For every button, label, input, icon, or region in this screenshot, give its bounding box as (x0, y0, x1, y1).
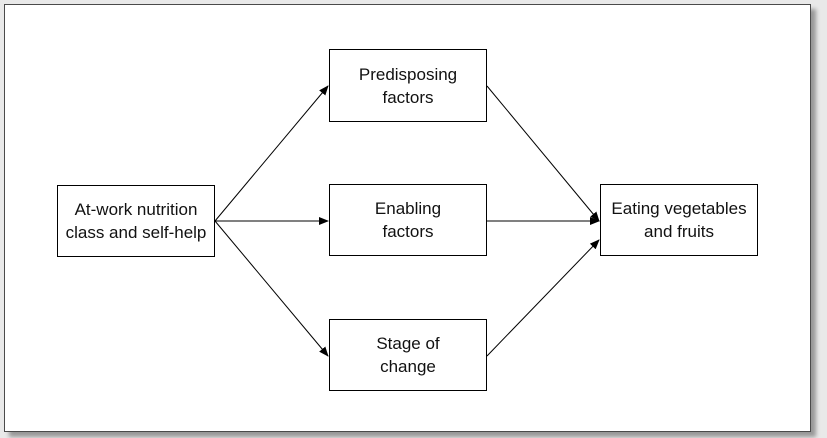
arrow-stage-to-outcome (486, 239, 600, 357)
arrow-intervention-to-stage (214, 220, 329, 357)
arrows-layer (214, 85, 600, 357)
node-stage-of-change: Stage of change (329, 319, 487, 391)
arrow-intervention-to-predisposing (214, 85, 329, 222)
diagram-frame: At-work nutrition class and self-help Pr… (4, 4, 811, 432)
node-outcome-eating-vegetables-fruits: Eating vegetables and fruits (600, 184, 758, 256)
arrow-predisposing-to-outcome (486, 85, 600, 222)
node-predisposing-factors: Predisposing factors (329, 49, 487, 122)
node-enabling-factors: Enabling factors (329, 184, 487, 256)
node-intervention: At-work nutrition class and self-help (57, 185, 215, 257)
